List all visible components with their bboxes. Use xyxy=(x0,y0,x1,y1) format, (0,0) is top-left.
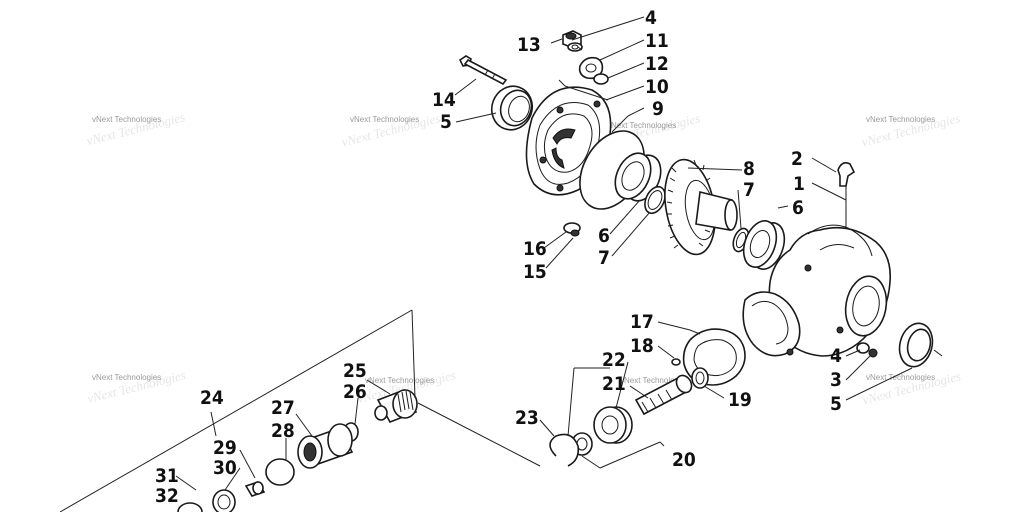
ring-gear-8 xyxy=(664,158,738,256)
callout-26: 26 xyxy=(343,381,367,403)
callout-5-right: 5 xyxy=(830,393,842,415)
o-ring-12 xyxy=(593,73,609,85)
callout-24: 24 xyxy=(200,387,224,409)
callout-3: 3 xyxy=(830,369,842,391)
callout-4-top: 4 xyxy=(645,7,657,29)
callout-22: 22 xyxy=(602,349,626,371)
watermark-3: vNext Technologies xyxy=(607,121,676,130)
callout-15: 15 xyxy=(523,261,547,283)
snap-ring-23 xyxy=(549,433,580,467)
callout-17: 17 xyxy=(630,311,654,333)
callout-6-right: 6 xyxy=(792,197,804,219)
callout-25: 25 xyxy=(343,360,367,382)
callout-21: 21 xyxy=(602,373,626,395)
bearing-6-right xyxy=(742,220,786,270)
clutch-27 xyxy=(297,423,354,469)
watermark-2: vNext Technologies xyxy=(350,115,419,124)
callout-12: 12 xyxy=(645,53,669,75)
callout-6-upper: 6 xyxy=(598,225,610,247)
pin-18 xyxy=(671,358,681,366)
callout-20: 20 xyxy=(672,449,696,471)
washer-16 xyxy=(563,222,581,237)
pinion-shaft-21 xyxy=(634,374,693,416)
watermark-6: vNext Technologies xyxy=(365,376,434,385)
bushing-29 xyxy=(244,481,266,497)
callout-4-right: 4 xyxy=(830,345,842,367)
callout-13: 13 xyxy=(517,34,541,56)
callout-9: 9 xyxy=(652,98,664,120)
callout-7-right: 7 xyxy=(743,179,755,201)
callout-30: 30 xyxy=(213,457,237,479)
seal-5-right xyxy=(898,322,943,368)
bolt-14 xyxy=(458,55,508,86)
housing-1 xyxy=(742,224,892,357)
callout-2: 2 xyxy=(791,148,803,170)
leader-lines xyxy=(59,16,913,512)
snap-ring-28 xyxy=(265,458,295,486)
callout-29: 29 xyxy=(213,437,237,459)
callout-31: 31 xyxy=(155,465,179,487)
callout-8: 8 xyxy=(743,158,755,180)
breather-fitting-2 xyxy=(837,162,856,228)
callout-7-upper: 7 xyxy=(598,247,610,269)
seal-32 xyxy=(177,502,203,512)
callout-16: 16 xyxy=(523,238,547,260)
callouts: 4 13 11 12 10 14 5 9 8 7 2 1 6 6 7 16 15… xyxy=(155,7,842,507)
callout-27: 27 xyxy=(271,397,295,419)
callout-10: 10 xyxy=(645,76,669,98)
watermark-1: vNext Technologies xyxy=(92,115,161,124)
watermark-8: vNext Technologies xyxy=(866,373,935,382)
washer-4-top xyxy=(567,42,583,52)
seal-19 xyxy=(691,367,709,389)
plug-11 xyxy=(578,56,604,80)
watermark-7: vNext Technologies xyxy=(620,376,689,385)
callout-1: 1 xyxy=(793,173,805,195)
callout-11: 11 xyxy=(645,30,669,52)
callout-5-top: 5 xyxy=(440,111,452,133)
callout-14: 14 xyxy=(432,89,456,111)
callout-18: 18 xyxy=(630,335,654,357)
bearing-22 xyxy=(593,406,633,444)
callout-19: 19 xyxy=(728,389,752,411)
input-gear-25 xyxy=(374,389,418,423)
callout-28: 28 xyxy=(271,420,295,442)
watermark-4: vNext Technologies xyxy=(866,115,935,124)
callout-32: 32 xyxy=(155,485,179,507)
callout-23: 23 xyxy=(515,407,539,429)
watermark-5: vNext Technologies xyxy=(92,373,161,382)
washer-30 xyxy=(212,489,236,512)
seal-5-top xyxy=(490,85,534,131)
